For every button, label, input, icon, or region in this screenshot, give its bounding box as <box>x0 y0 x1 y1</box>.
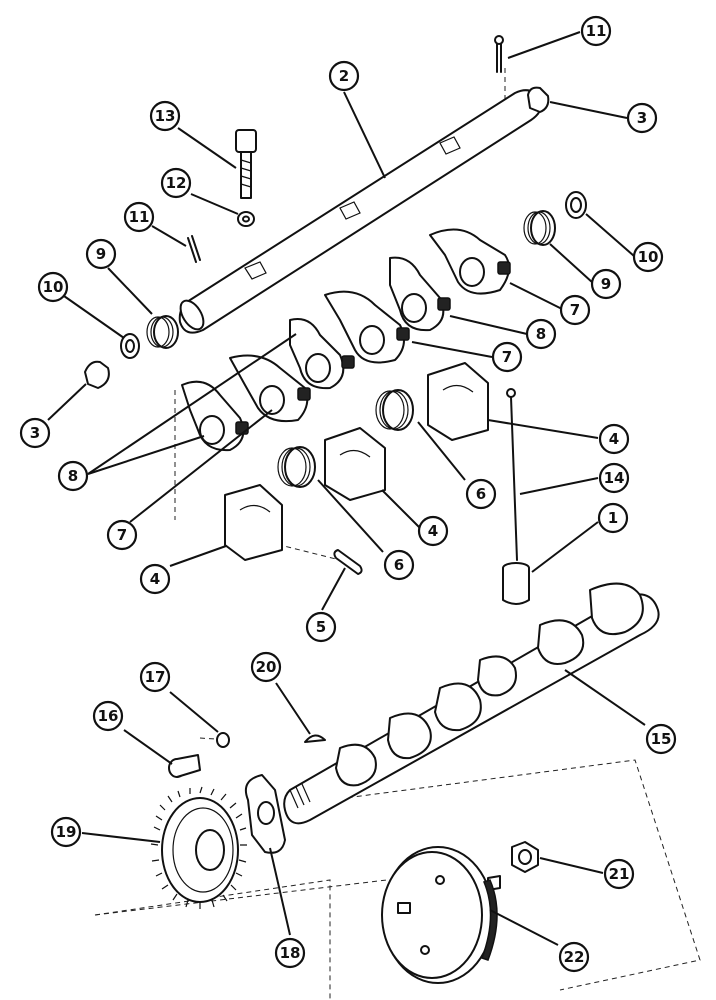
push-rod <box>506 388 518 561</box>
svg-text:6: 6 <box>394 556 404 574</box>
callout-16: 16 <box>92 700 124 732</box>
svg-text:17: 17 <box>145 668 166 686</box>
callout-11-left: 11 <box>123 201 155 233</box>
callout-3-right: 3 <box>626 102 658 134</box>
rocker-arms <box>181 228 511 452</box>
svg-text:15: 15 <box>651 730 672 748</box>
thrust-plate <box>244 774 286 854</box>
pedestals <box>224 362 489 561</box>
end-plug-right <box>527 86 550 113</box>
callout-14: 14 <box>598 462 630 494</box>
lock-washer <box>216 732 230 748</box>
nut <box>511 841 539 873</box>
callout-19: 19 <box>50 816 82 848</box>
svg-text:12: 12 <box>166 174 187 192</box>
callout-9-left: 9 <box>85 238 117 270</box>
svg-text:4: 4 <box>609 430 619 448</box>
svg-text:1: 1 <box>608 509 618 527</box>
svg-text:14: 14 <box>604 469 625 487</box>
callout-7-upper: 7 <box>559 294 591 326</box>
svg-text:21: 21 <box>609 865 630 883</box>
svg-text:10: 10 <box>43 278 64 296</box>
split-pin-left <box>187 235 201 263</box>
svg-text:10: 10 <box>638 248 659 266</box>
svg-text:9: 9 <box>601 275 611 293</box>
svg-text:4: 4 <box>150 570 160 588</box>
callout-15: 15 <box>645 723 677 755</box>
callout-10-right: 10 <box>632 241 664 273</box>
svg-text:20: 20 <box>256 658 277 676</box>
callout-3-left: 3 <box>19 417 51 449</box>
svg-text:13: 13 <box>155 107 176 125</box>
svg-text:2: 2 <box>339 67 349 85</box>
washer-right <box>565 191 587 219</box>
callout-7-middle: 7 <box>491 341 523 373</box>
bolt <box>235 129 257 199</box>
camshaft <box>283 582 660 825</box>
woodruff-key <box>304 734 326 743</box>
dowel-pin <box>333 549 363 575</box>
svg-text:9: 9 <box>96 245 106 263</box>
callout-4-left: 4 <box>139 563 171 595</box>
callout-5: 5 <box>305 611 337 643</box>
callout-9-right: 9 <box>590 268 622 300</box>
callout-13: 13 <box>149 100 181 132</box>
svg-text:19: 19 <box>56 823 77 841</box>
end-plug-left <box>84 360 110 389</box>
svg-text:3: 3 <box>30 424 40 442</box>
svg-text:5: 5 <box>316 618 326 636</box>
callout-1: 1 <box>597 502 629 534</box>
callout-2: 2 <box>328 60 360 92</box>
callout-21: 21 <box>603 858 635 890</box>
callout-6-left: 6 <box>383 549 415 581</box>
svg-text:8: 8 <box>68 467 78 485</box>
callout-22: 22 <box>558 941 590 973</box>
callout-12: 12 <box>160 167 192 199</box>
pulley <box>381 846 501 984</box>
svg-text:6: 6 <box>476 485 486 503</box>
callout-18: 18 <box>274 937 306 969</box>
callout-17: 17 <box>139 661 171 693</box>
split-pin-top <box>494 35 504 73</box>
washer-left <box>120 333 140 359</box>
callout-11-top: 11 <box>580 15 612 47</box>
spring-left <box>146 315 179 349</box>
svg-text:22: 22 <box>564 948 585 966</box>
svg-text:7: 7 <box>502 348 512 366</box>
callout-7-lower: 7 <box>106 519 138 551</box>
callout-4-middle: 4 <box>417 515 449 547</box>
leader-lines <box>47 31 646 946</box>
callout-20: 20 <box>250 651 282 683</box>
svg-text:11: 11 <box>129 208 150 226</box>
tappet <box>502 562 530 605</box>
callout-10-left: 10 <box>37 271 69 303</box>
svg-text:16: 16 <box>98 707 119 725</box>
svg-text:4: 4 <box>428 522 438 540</box>
camshaft-gear <box>150 786 247 909</box>
svg-text:8: 8 <box>536 325 546 343</box>
rocker-springs <box>277 389 414 488</box>
callout-4-right: 4 <box>598 423 630 455</box>
gear-bolt <box>168 754 201 778</box>
svg-text:3: 3 <box>637 109 647 127</box>
callout-8-lower: 8 <box>57 460 89 492</box>
svg-text:7: 7 <box>570 301 580 319</box>
callout-6-right: 6 <box>465 478 497 510</box>
callout-8-upper: 8 <box>525 318 557 350</box>
spring-right <box>523 210 556 246</box>
svg-text:11: 11 <box>586 22 607 40</box>
svg-text:18: 18 <box>280 944 301 962</box>
washer-small <box>237 211 255 227</box>
svg-text:7: 7 <box>117 526 127 544</box>
